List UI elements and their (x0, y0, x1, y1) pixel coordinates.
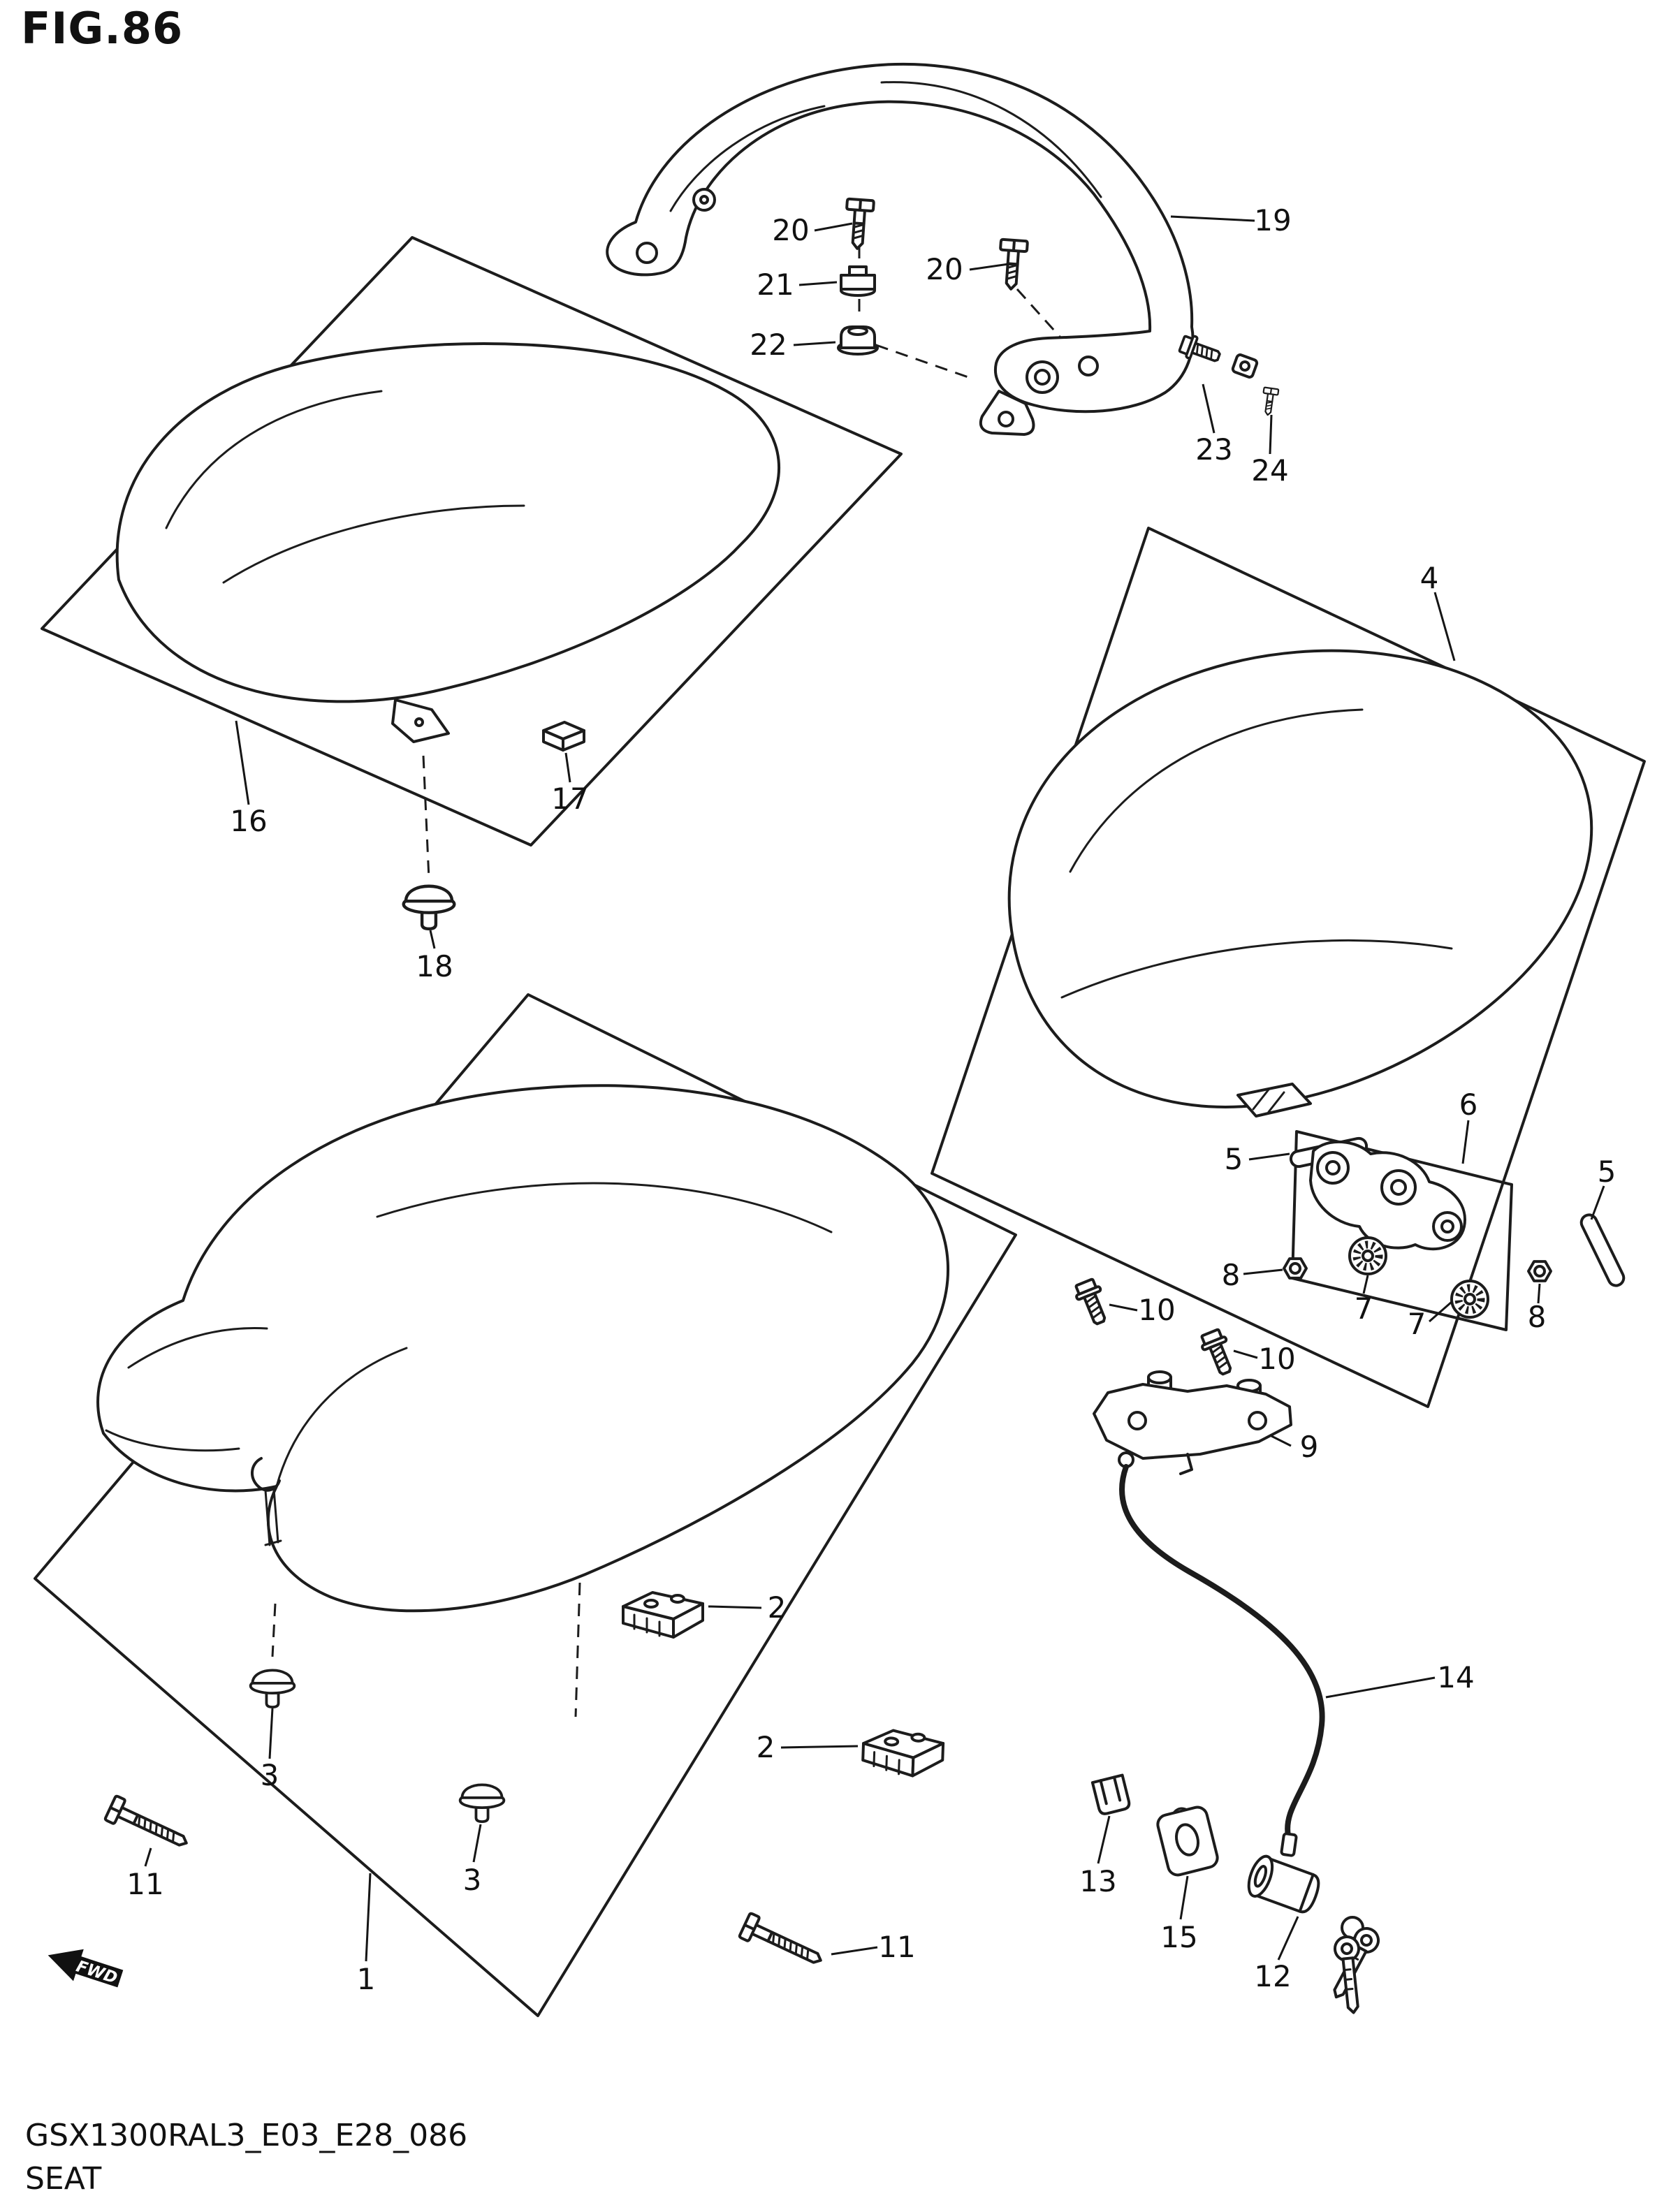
pillion-seat-4 (1007, 649, 1593, 1118)
washer-7a (1350, 1238, 1386, 1274)
hook-bracket-assembly (1283, 1135, 1626, 1317)
construction-lines (271, 246, 1080, 1717)
clip-13 (1090, 1773, 1131, 1815)
leader-line-2 (708, 1605, 762, 1609)
seat-cover-16 (115, 342, 781, 929)
pillion-hinge-bracket (1236, 1083, 1312, 1118)
leader-line-16 (235, 720, 250, 805)
cushion-2b (862, 1729, 943, 1777)
leader-line-11 (144, 1847, 152, 1867)
grommet-3a (249, 1669, 296, 1709)
leader-line-22 (793, 341, 836, 346)
grommet-18 (404, 886, 455, 929)
leader-line-6 (1461, 1120, 1470, 1164)
leader-line-2 (780, 1745, 859, 1749)
leader-line-10 (1233, 1349, 1258, 1359)
leader-lines (144, 215, 1605, 1962)
spacer-5b (1579, 1213, 1626, 1289)
lock-cylinder-12 (1247, 1854, 1320, 1914)
nut-23 (1231, 353, 1259, 379)
grab-bar-bracket-ring (1026, 360, 1059, 394)
washer-7b (1452, 1281, 1488, 1317)
bolt-10b (1197, 1326, 1239, 1379)
grommet-3b (458, 1783, 506, 1824)
leader-line-1 (365, 1873, 372, 1962)
leader-line-5 (1590, 1185, 1605, 1220)
seat-lock-cable-14 (1118, 1451, 1325, 1857)
leader-line-7 (1362, 1275, 1369, 1294)
grab-bar-left-hole (636, 242, 658, 264)
leader-line-17 (564, 752, 571, 783)
bolt-10a (1071, 1276, 1114, 1329)
grab-bar-19 (606, 62, 1195, 436)
screw-11b (737, 1911, 828, 1974)
leader-line-15 (1179, 1875, 1189, 1920)
leader-line-13 (1097, 1815, 1111, 1864)
clip-17 (542, 721, 585, 752)
cushion-2a (622, 1591, 704, 1639)
leader-line-20 (969, 263, 1009, 271)
fwd-arrow: FWD (48, 1949, 124, 1988)
grab-bar-hardware (837, 197, 1280, 417)
leader-line-8 (1243, 1268, 1283, 1275)
seat-hook-bracket-6 (1309, 1141, 1466, 1251)
leader-line-18 (429, 930, 436, 949)
screw-24 (1260, 386, 1280, 417)
fwd-arrow-shape (48, 1949, 124, 1988)
leader-line-10 (1109, 1303, 1138, 1312)
main-seat-1 (96, 1084, 950, 1974)
leader-line-7 (1429, 1301, 1452, 1323)
screw-11a (103, 1794, 194, 1856)
figure-title: FIG.86 (21, 3, 184, 54)
striker-plate-15 (1156, 1806, 1219, 1877)
grab-bar-hole (692, 188, 716, 212)
box-bracket-6 (1291, 1130, 1513, 1331)
bushing-21 (840, 265, 876, 297)
leader-line-23 (1202, 383, 1216, 434)
damper-22 (837, 325, 879, 356)
leader-line-4 (1433, 592, 1456, 661)
seat-hook (251, 1457, 281, 1492)
leader-line-20 (814, 222, 853, 232)
nut-8a (1283, 1257, 1308, 1280)
leader-line-21 (798, 281, 838, 286)
figure-code: GSX1300RAL3_E03_E28_086 (25, 2118, 468, 2153)
nut-8b (1527, 1260, 1552, 1282)
leader-line-11 (831, 1946, 878, 1956)
leader-line-12 (1277, 1916, 1299, 1961)
leader-line-9 (1271, 1435, 1292, 1447)
seat-lock-assembly (1090, 1773, 1382, 2016)
leader-line-8 (1537, 1283, 1541, 1304)
seat-lock-bracket-9 (1071, 1276, 1292, 1475)
seat-cover-tab (391, 698, 450, 743)
leader-line-14 (1325, 1676, 1436, 1699)
leader-line-19 (1170, 215, 1255, 222)
leader-line-24 (1269, 414, 1273, 455)
leader-line-3 (472, 1824, 482, 1863)
leader-line-5 (1248, 1152, 1290, 1161)
leader-line-3 (268, 1708, 274, 1759)
figure-name: SEAT (25, 2161, 102, 2197)
